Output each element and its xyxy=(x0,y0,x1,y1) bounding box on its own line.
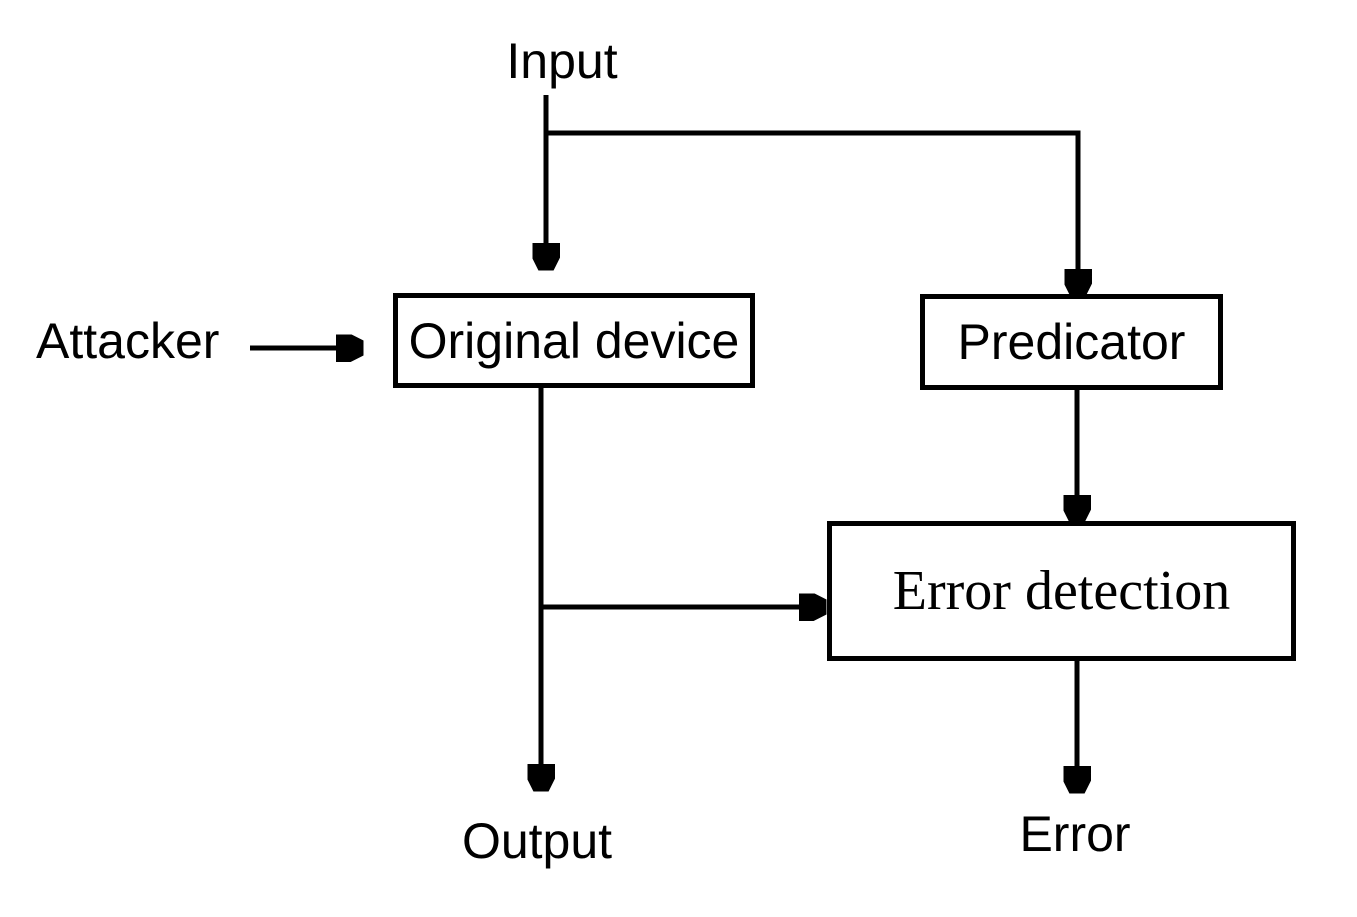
error-detection-label: Error detection xyxy=(892,560,1231,622)
predicator-node: Predicator xyxy=(920,294,1223,390)
error-detection-node: Error detection xyxy=(827,521,1296,661)
original-device-label: Original device xyxy=(408,312,740,369)
error-label: Error xyxy=(1019,806,1131,862)
input-label: Input xyxy=(506,33,618,89)
original-device-node: Original device xyxy=(393,293,755,388)
attacker-label: Attacker xyxy=(36,313,220,369)
predicator-label: Predicator xyxy=(957,314,1186,370)
output-label: Output xyxy=(461,813,613,869)
